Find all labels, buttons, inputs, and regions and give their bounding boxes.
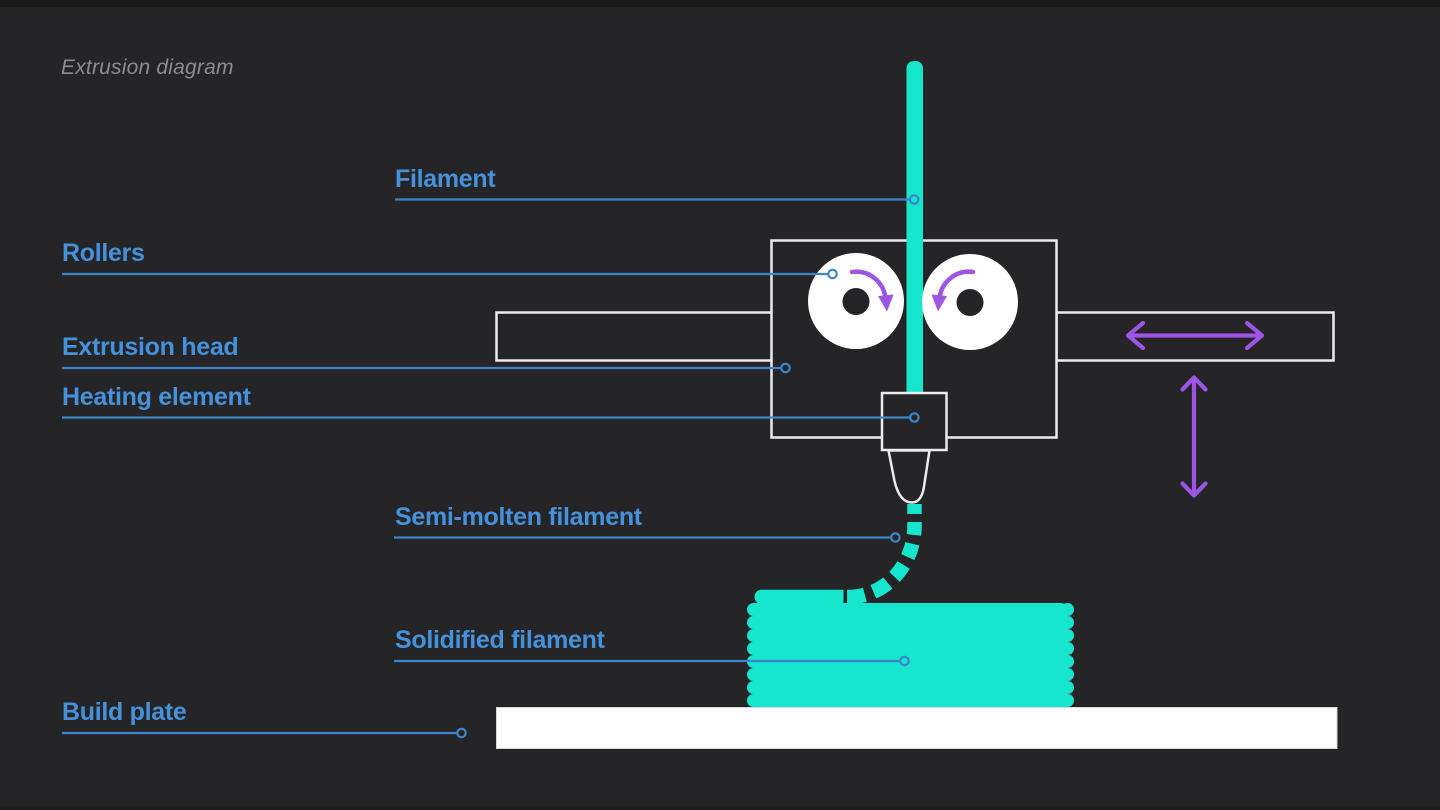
leader-filament: [395, 194, 920, 205]
roller-left-hub: [842, 288, 870, 315]
label-filament: Filament: [395, 165, 496, 193]
label-solidified-filament: Solidified filament: [395, 626, 605, 654]
semi-molten-filament-path: [846, 504, 922, 605]
rotate-counterclockwise-arrow-icon: [931, 269, 976, 312]
leader-lines: [62, 194, 920, 739]
label-heating-element: Heating element: [62, 383, 251, 411]
leader-heating-element: [62, 412, 920, 423]
label-rollers: Rollers: [62, 239, 145, 267]
top-edge-shade: [0, 0, 1440, 7]
roller-right-hub: [956, 289, 984, 316]
label-build-plate: Build plate: [62, 698, 187, 726]
leader-rollers: [62, 268, 838, 280]
layer-scallops-right: [1061, 603, 1074, 707]
bottom-edge-shade: [0, 806, 1440, 810]
diagram-title: Extrusion diagram: [61, 56, 234, 79]
build-plate-slab: [496, 707, 1338, 749]
rollers-group: [808, 253, 1018, 350]
double-arrow-horizontal-icon: [1125, 320, 1265, 351]
left-arm: [495, 311, 774, 362]
rotate-clockwise-arrow-icon: [849, 269, 894, 312]
double-arrow-vertical-icon: [1180, 375, 1208, 498]
filament-strip: [906, 61, 923, 396]
layer-scallops-left: [747, 603, 760, 707]
label-extrusion-head: Extrusion head: [62, 333, 239, 361]
leader-solidified: [394, 655, 910, 667]
leader-build-plate: [62, 727, 467, 739]
block-body: [753, 603, 1068, 709]
label-semi-molten-filament: Semi-molten filament: [395, 503, 642, 531]
solidified-filament-block: [747, 589, 1074, 709]
leader-semi-molten: [394, 532, 901, 543]
top-layer: [754, 589, 844, 604]
leader-extrusion-head: [62, 362, 791, 374]
nozzle: [886, 449, 931, 504]
